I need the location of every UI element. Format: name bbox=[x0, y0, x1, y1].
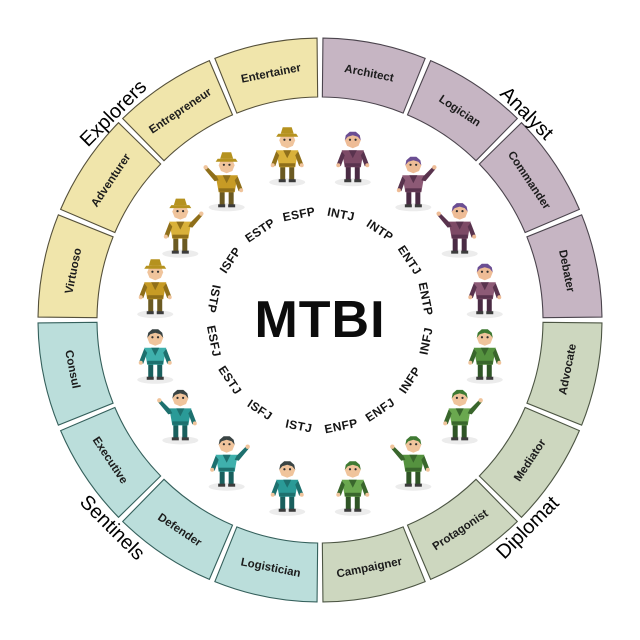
segment-campaigner bbox=[321, 526, 426, 603]
segment-entertainer bbox=[214, 37, 319, 114]
character-esfj-consul bbox=[137, 329, 174, 384]
character-entj-commander bbox=[436, 203, 478, 258]
code-label-esfp: ESFP bbox=[281, 204, 316, 224]
code-label-intp: INTP bbox=[364, 217, 396, 245]
code-label-intj: INTJ bbox=[326, 205, 356, 224]
code-label-isfj: ISFJ bbox=[245, 397, 275, 424]
segment-advocate bbox=[526, 321, 603, 426]
code-label-infj: INFJ bbox=[417, 326, 436, 356]
character-enfp-campaigner bbox=[334, 461, 371, 516]
code-label-esfj: ESFJ bbox=[204, 324, 224, 358]
character-intp-logician bbox=[395, 156, 437, 212]
segment-adventurer bbox=[59, 121, 162, 234]
character-istj-logistician bbox=[269, 461, 306, 516]
code-label-infp: INFP bbox=[396, 364, 424, 396]
character-entp-debater bbox=[466, 263, 503, 319]
code-label-istp: ISTP bbox=[204, 284, 223, 314]
segment-logician bbox=[406, 59, 519, 162]
character-isfj-defender bbox=[208, 436, 250, 491]
segment-defender bbox=[121, 478, 234, 581]
center-title: MTBI bbox=[254, 291, 385, 349]
character-ring bbox=[137, 127, 503, 516]
segment-virtuoso bbox=[37, 214, 114, 319]
code-label-enfj: ENFJ bbox=[363, 395, 398, 425]
segment-executive bbox=[59, 406, 162, 519]
character-infj-advocate bbox=[466, 329, 503, 384]
character-esfp-entertainer bbox=[269, 127, 306, 187]
character-estp-entrepreneur bbox=[203, 152, 245, 212]
code-label-enfp: ENFP bbox=[323, 416, 359, 436]
segment-consul bbox=[37, 321, 114, 426]
character-istp-virtuoso bbox=[137, 259, 174, 319]
code-label-istj: ISTJ bbox=[284, 417, 313, 436]
code-label-entj: ENTJ bbox=[395, 243, 425, 278]
outer-ring: ArchitectLogicianCommanderDebaterAdvocat… bbox=[37, 37, 603, 603]
code-label-isfp: ISFP bbox=[217, 244, 244, 275]
code-label-estj: ESTJ bbox=[215, 363, 244, 397]
character-intj-architect bbox=[334, 131, 371, 187]
segment-protagonist bbox=[406, 478, 519, 581]
character-enfj-protagonist bbox=[390, 436, 432, 491]
segment-entrepreneur bbox=[121, 59, 234, 162]
character-isfp-adventurer bbox=[162, 198, 204, 258]
segment-debater bbox=[526, 214, 603, 319]
code-label-entp: ENTP bbox=[416, 281, 436, 317]
segment-logistician bbox=[214, 526, 319, 603]
character-infp-mediator bbox=[441, 389, 483, 445]
segment-architect bbox=[321, 37, 426, 114]
segment-mediator bbox=[478, 406, 581, 519]
character-estj-executive bbox=[157, 389, 199, 445]
code-label-estp: ESTP bbox=[243, 215, 278, 245]
segment-commander bbox=[478, 121, 581, 234]
